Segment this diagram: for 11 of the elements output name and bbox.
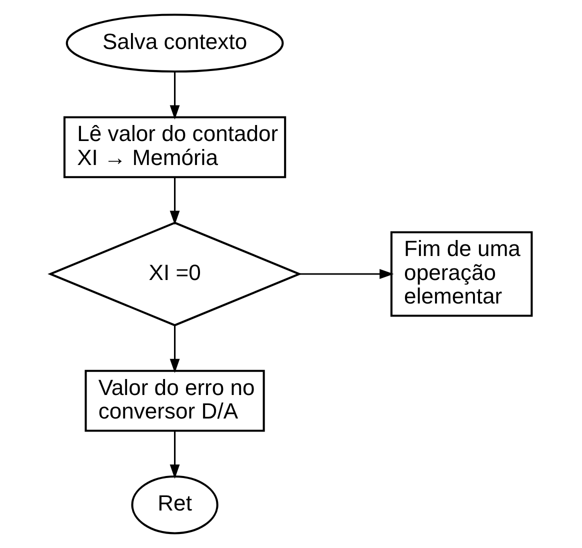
arrow [170, 326, 180, 374]
arrow [300, 269, 394, 279]
arrow [170, 431, 180, 479]
node-box: Fim de uma operação elementar [390, 231, 533, 317]
arrow [170, 177, 180, 225]
node-ellipse: Ret [131, 475, 218, 534]
node-ellipse: Salva contexto [66, 14, 284, 73]
node-box: Lê valor do contador XI → Memória [63, 116, 286, 178]
node-box: Valor do erro no conversor D/A [84, 370, 265, 432]
node-diamond: XI =0 [48, 222, 302, 326]
arrow [170, 72, 180, 120]
